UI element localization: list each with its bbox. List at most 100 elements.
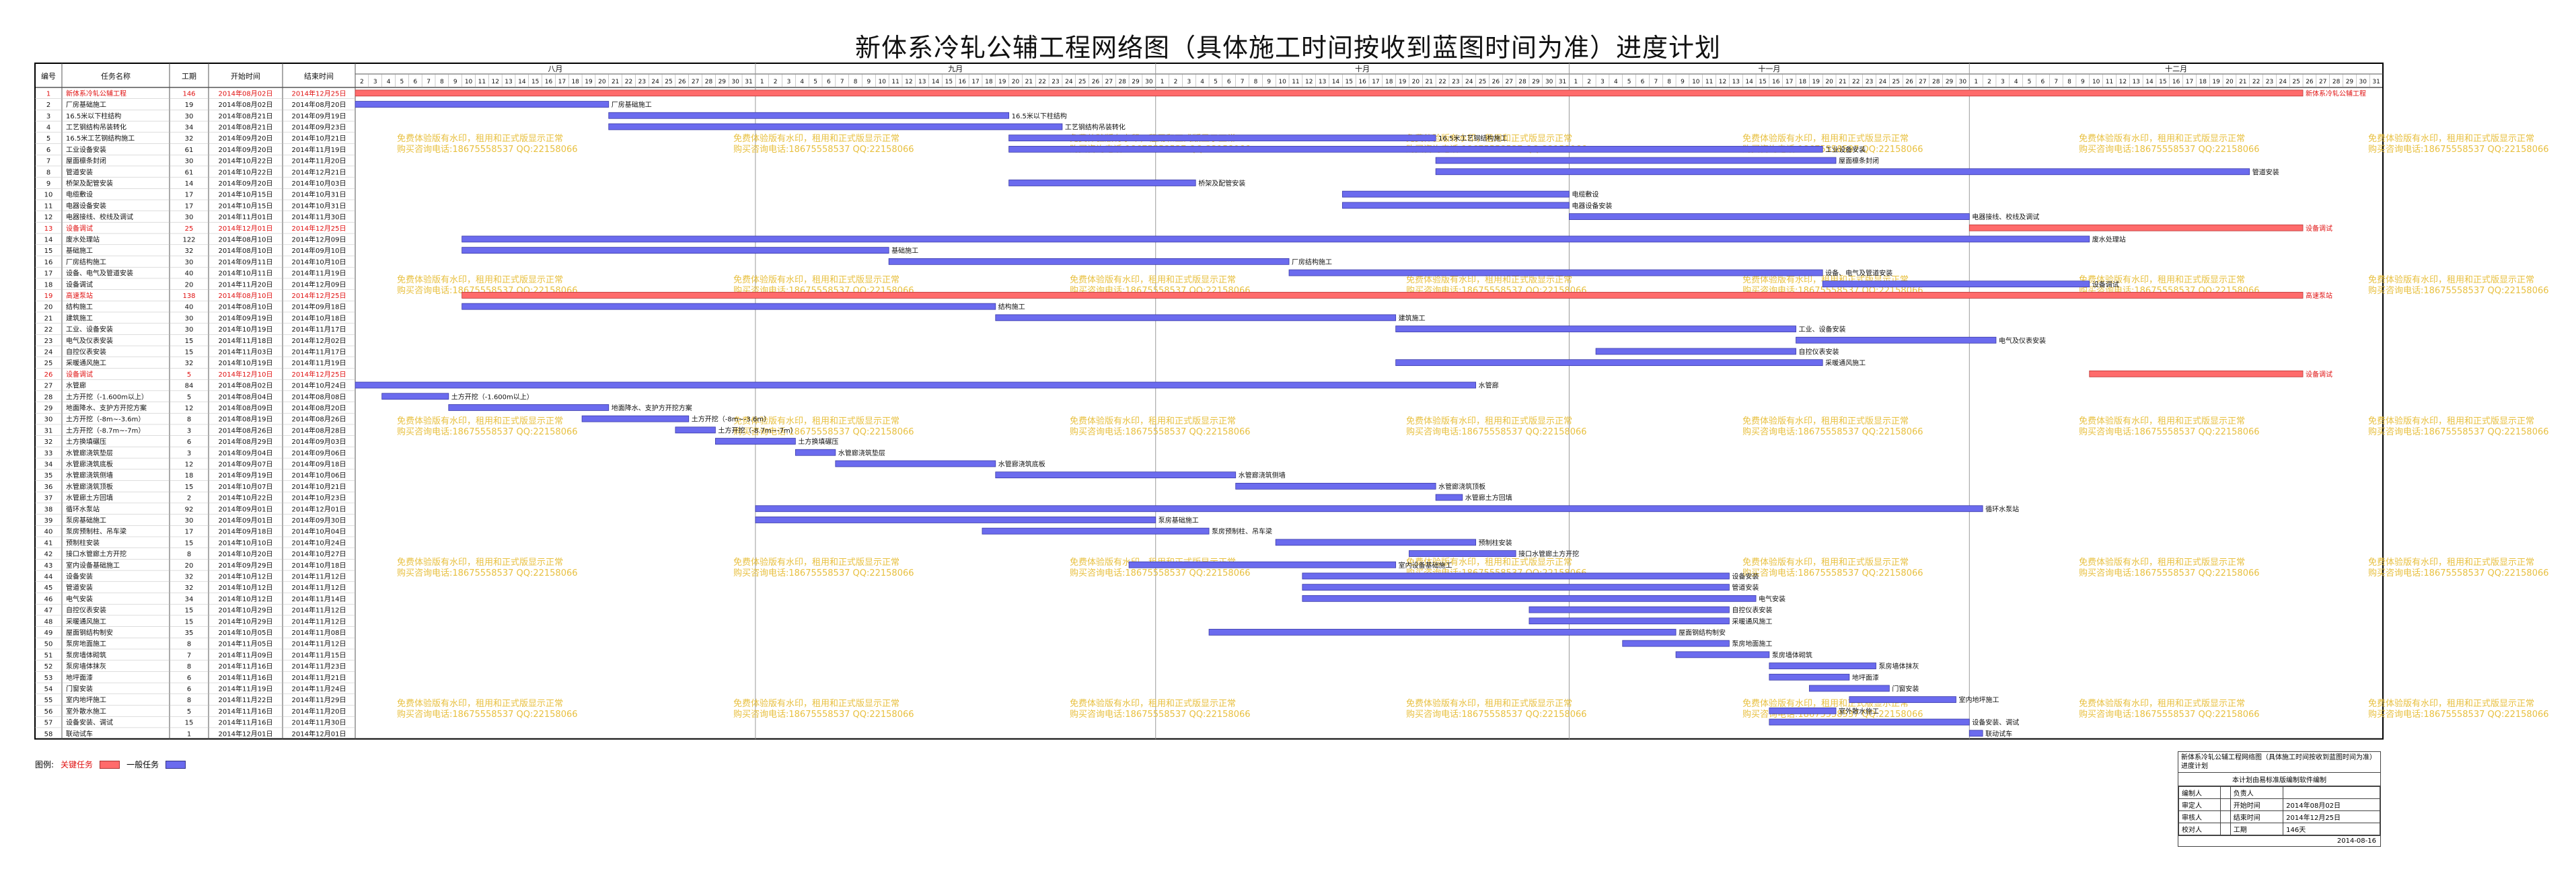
watermark-text: 免费体验版有水印，租用和正式版显示正常 bbox=[2079, 557, 2245, 568]
task-bar-label: 设备调试 bbox=[2092, 280, 2119, 289]
legend-normal-label: 一般任务 bbox=[126, 760, 159, 769]
task-bar bbox=[1341, 190, 1570, 198]
task-start-cell: 2014年08月21日 bbox=[219, 122, 273, 131]
watermark-text: 免费体验版有水印，租用和正式版显示正常 bbox=[397, 698, 563, 709]
task-bar-label: 电器设备安装 bbox=[1572, 201, 1612, 210]
task-end-cell: 2014年08月26日 bbox=[292, 415, 346, 424]
legend-label: 图例: bbox=[35, 760, 54, 769]
day-label: 28 bbox=[2332, 79, 2341, 85]
task-duration-cell: 17 bbox=[185, 529, 194, 536]
task-duration-cell: 61 bbox=[185, 169, 194, 176]
task-name-cell: 设备调试 bbox=[66, 280, 93, 289]
day-label: 8 bbox=[2067, 79, 2071, 85]
task-bar-label: 设备调试 bbox=[2306, 370, 2332, 379]
task-id-cell: 54 bbox=[44, 685, 53, 693]
column-header: 编号 bbox=[41, 71, 56, 81]
task-id-cell: 39 bbox=[44, 517, 53, 525]
task-bar-label: 工艺钢结构吊装转化 bbox=[1065, 122, 1126, 131]
day-label: 26 bbox=[1905, 79, 1913, 85]
task-duration-cell: 32 bbox=[185, 573, 194, 580]
task-name-cell: 循环水泵站 bbox=[66, 504, 100, 513]
task-id-cell: 11 bbox=[44, 202, 53, 210]
task-id-cell: 42 bbox=[44, 551, 53, 558]
task-start-cell: 2014年10月07日 bbox=[219, 482, 273, 491]
task-start-cell: 2014年10月15日 bbox=[219, 190, 273, 199]
watermark-text: 购买咨询电话:18675558537 QQ:22158066 bbox=[397, 568, 578, 578]
day-label: 18 bbox=[1799, 79, 1807, 85]
task-bar-label: 土方开挖（-8.7m~-7m） bbox=[718, 426, 797, 434]
day-label: 10 bbox=[879, 79, 887, 85]
watermark-text: 免费体验版有水印，租用和正式版显示正常 bbox=[1406, 557, 1572, 568]
day-label: 30 bbox=[731, 79, 739, 85]
task-bar bbox=[1395, 326, 1796, 332]
task-bar bbox=[1968, 730, 1983, 737]
day-label: 28 bbox=[1932, 79, 1940, 85]
watermark-text: 购买咨询电话:18675558537 QQ:22158066 bbox=[2079, 144, 2260, 155]
task-bar bbox=[355, 101, 610, 108]
task-end-cell: 2014年10月31日 bbox=[292, 190, 346, 199]
task-end-cell: 2014年12月09日 bbox=[292, 280, 346, 289]
task-duration-cell: 92 bbox=[185, 506, 194, 513]
task-end-cell: 2014年09月18日 bbox=[292, 459, 346, 468]
task-bar bbox=[1769, 718, 1970, 726]
day-label: 27 bbox=[1919, 79, 1926, 85]
task-duration-cell: 40 bbox=[185, 304, 194, 311]
day-label: 14 bbox=[2145, 79, 2154, 85]
watermark-text: 购买咨询电话:18675558537 QQ:22158066 bbox=[2079, 426, 2260, 437]
day-label: 7 bbox=[1654, 79, 1658, 85]
month-label: 十二月 bbox=[2165, 64, 2187, 73]
watermark-text: 购买咨询电话:18675558537 QQ:22158066 bbox=[397, 426, 578, 437]
column-header: 结束时间 bbox=[304, 72, 334, 81]
day-label: 2 bbox=[774, 79, 778, 85]
task-duration-cell: 40 bbox=[185, 270, 194, 278]
task-bar-label: 土方换填碾压 bbox=[798, 437, 838, 446]
day-label: 23 bbox=[1452, 79, 1459, 85]
column-header: 任务名称 bbox=[101, 71, 131, 81]
task-bar-label: 地坪面漆 bbox=[1852, 673, 1879, 682]
task-duration-cell: 30 bbox=[185, 315, 194, 322]
task-start-cell: 2014年11月16日 bbox=[219, 707, 273, 716]
task-bar-label: 室内设备基础施工 bbox=[1399, 561, 1452, 570]
task-id-cell: 57 bbox=[44, 720, 53, 727]
task-id-cell: 9 bbox=[46, 180, 50, 188]
task-bar bbox=[448, 404, 610, 411]
task-end-cell: 2014年10月24日 bbox=[292, 381, 346, 390]
day-label: 20 bbox=[1412, 79, 1420, 85]
task-duration-cell: 17 bbox=[185, 202, 194, 210]
task-bar-label: 设备调试 bbox=[2306, 224, 2332, 233]
watermark-text: 免费体验版有水印，租用和正式版显示正常 bbox=[2079, 133, 2245, 144]
day-label: 31 bbox=[2372, 79, 2380, 85]
task-id-cell: 51 bbox=[44, 652, 53, 659]
legend-critical-swatch bbox=[100, 760, 120, 769]
task-id-cell: 6 bbox=[46, 147, 50, 154]
task-bar-label: 地面降水、支护方开挖方案 bbox=[612, 404, 692, 412]
task-end-cell: 2014年11月12日 bbox=[292, 583, 346, 592]
task-start-cell: 2014年11月05日 bbox=[219, 640, 273, 648]
day-label: 22 bbox=[1852, 79, 1860, 85]
day-label: 7 bbox=[1241, 79, 1245, 85]
month-label: 十一月 bbox=[1758, 64, 1780, 73]
task-end-cell: 2014年09月10日 bbox=[292, 246, 346, 255]
task-bar-label: 采暖通风施工 bbox=[1825, 358, 1866, 367]
day-label: 9 bbox=[2081, 79, 2085, 85]
day-label: 13 bbox=[2132, 79, 2139, 85]
task-start-cell: 2014年11月18日 bbox=[219, 336, 273, 345]
day-label: 31 bbox=[745, 79, 752, 85]
task-start-cell: 2014年10月10日 bbox=[219, 538, 273, 547]
task-name-cell: 水管廊浇筑侧墙 bbox=[66, 471, 113, 480]
day-label: 9 bbox=[867, 79, 871, 85]
task-bar-label: 结构施工 bbox=[998, 303, 1025, 311]
info-cell bbox=[2283, 786, 2380, 799]
task-bar-label: 泵房墙体砌筑 bbox=[1772, 650, 1812, 659]
task-bar bbox=[1769, 662, 1876, 669]
task-duration-cell: 1 bbox=[187, 730, 191, 738]
task-bar bbox=[1275, 539, 1477, 546]
task-end-cell: 2014年10月18日 bbox=[292, 561, 346, 570]
task-start-cell: 2014年10月22日 bbox=[219, 167, 273, 176]
watermark-text: 免费体验版有水印，租用和正式版显示正常 bbox=[1406, 133, 1572, 144]
task-id-cell: 27 bbox=[44, 383, 53, 390]
task-start-cell: 2014年10月22日 bbox=[219, 157, 273, 165]
day-label: 30 bbox=[1545, 79, 1553, 85]
task-start-cell: 2014年11月03日 bbox=[219, 347, 273, 356]
watermark-text: 购买咨询电话:18675558537 QQ:22158066 bbox=[2368, 709, 2549, 720]
